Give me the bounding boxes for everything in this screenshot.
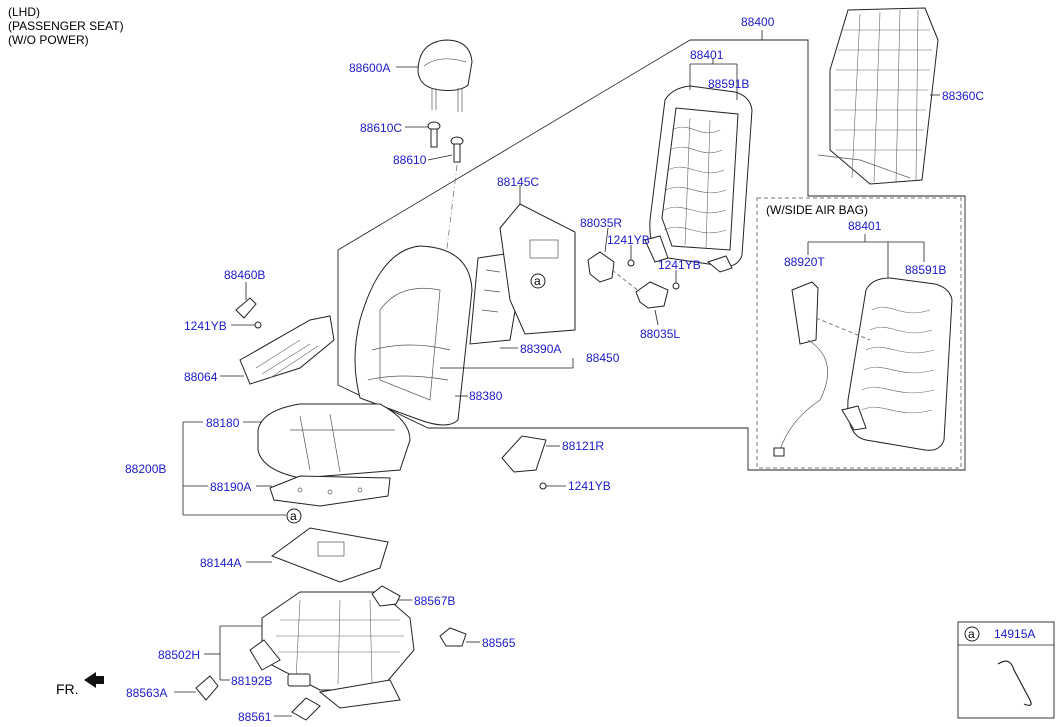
cushion-heater-mat	[270, 527, 389, 583]
label-88561[interactable]: 88561	[238, 710, 272, 724]
marker-a-back-text: a	[534, 274, 541, 288]
bracket-88035R	[587, 251, 615, 283]
side-airbag-frame	[841, 277, 953, 451]
label-14915A[interactable]: 14915A	[994, 627, 1035, 641]
label-88565[interactable]: 88565	[482, 636, 516, 650]
seat-track-frame	[249, 591, 415, 709]
label-88200B[interactable]: 88200B	[125, 462, 166, 476]
reference-marker-text: a	[968, 627, 975, 641]
label-88064[interactable]: 88064	[184, 370, 218, 384]
label-88401[interactable]: 88401	[690, 48, 724, 62]
marker-a-cushion-text: a	[290, 509, 297, 523]
label-88920T[interactable]: 88920T	[784, 255, 825, 269]
label-88035L[interactable]: 88035L	[640, 327, 680, 341]
front-label: FR.	[56, 681, 79, 697]
seat-back-cushion	[354, 245, 473, 426]
label-88192B[interactable]: 88192B	[231, 674, 272, 688]
side-airbag-module	[773, 281, 828, 457]
marker-a-cushion	[286, 508, 302, 524]
label-88563A[interactable]: 88563A	[126, 686, 167, 700]
reference-box	[957, 621, 1055, 719]
label-88610[interactable]: 88610	[393, 153, 427, 167]
reference-marker	[964, 626, 980, 642]
bracket-88035L	[635, 281, 669, 309]
marker-a-back	[530, 273, 546, 289]
airbag-option-box	[756, 197, 962, 469]
label-88502H[interactable]: 88502H	[158, 648, 200, 662]
label-88600A[interactable]: 88600A	[349, 61, 390, 75]
label-88144A[interactable]: 88144A	[200, 556, 241, 570]
headrest	[417, 39, 473, 112]
label-88145C[interactable]: 88145C	[497, 175, 539, 189]
part-88565	[439, 627, 467, 647]
label-88567B[interactable]: 88567B	[414, 594, 455, 608]
part-88561	[291, 697, 321, 721]
label-88591B[interactable]: 88591B	[708, 77, 749, 91]
bolt-1241YB-upper	[627, 259, 635, 267]
label-88591B-bag[interactable]: 88591B	[905, 263, 946, 277]
label-1241YB-b[interactable]: 1241YB	[658, 258, 701, 272]
part-88563A	[195, 675, 219, 701]
label-88400[interactable]: 88400	[741, 15, 775, 29]
bolt-1241YB-side	[254, 321, 262, 329]
part-88192B	[287, 673, 311, 687]
headrest-guides	[427, 121, 464, 163]
label-88121R[interactable]: 88121R	[562, 439, 604, 453]
knob-88460B	[235, 297, 257, 319]
cushion-pad	[269, 475, 391, 507]
label-88390A[interactable]: 88390A	[520, 342, 561, 356]
airbag-box-title: (W/SIDE AIR BAG)	[766, 203, 868, 217]
header-lhd: (LHD)	[8, 5, 40, 19]
label-88360C[interactable]: 88360C	[942, 89, 984, 103]
bolt-1241YB-lower	[539, 482, 547, 490]
label-88180[interactable]: 88180	[206, 416, 240, 430]
label-88401-bag[interactable]: 88401	[848, 219, 882, 233]
cover-88121R	[501, 435, 547, 473]
clip-14915A	[997, 660, 1032, 706]
label-88460B[interactable]: 88460B	[224, 268, 265, 282]
label-88035R[interactable]: 88035R	[580, 216, 622, 230]
side-shield	[239, 315, 335, 385]
header-wo-power: (W/O POWER)	[8, 33, 89, 47]
header-passenger-seat: (PASSENGER SEAT)	[8, 19, 124, 33]
label-1241YB-d[interactable]: 1241YB	[568, 479, 611, 493]
label-1241YB-c[interactable]: 1241YB	[184, 319, 227, 333]
bolt-1241YB-right	[672, 282, 680, 290]
label-1241YB-a[interactable]: 1241YB	[607, 233, 650, 247]
seat-back-cover	[817, 7, 939, 185]
seat-back-frame	[644, 85, 753, 273]
label-88450[interactable]: 88450	[586, 351, 620, 365]
front-arrow-icon	[84, 672, 104, 688]
label-88610C[interactable]: 88610C	[360, 121, 402, 135]
seat-cushion	[257, 403, 411, 479]
label-88190A[interactable]: 88190A	[210, 480, 251, 494]
label-88380[interactable]: 88380	[469, 389, 503, 403]
